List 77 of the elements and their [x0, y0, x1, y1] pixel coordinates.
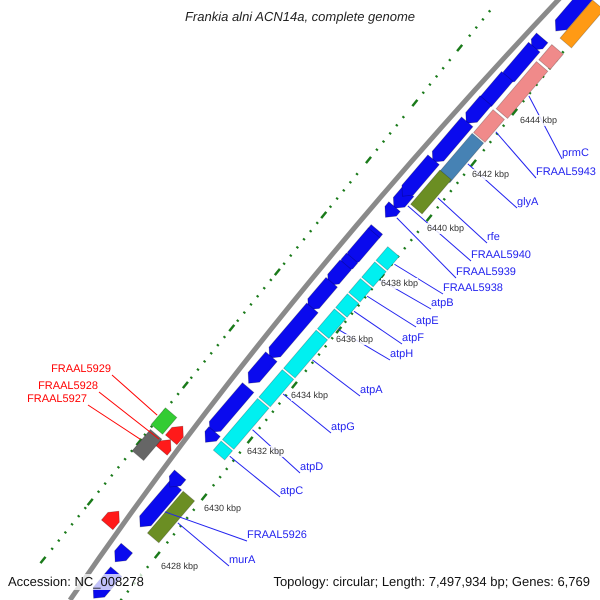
directional-gene-block: [554, 0, 594, 32]
gene-label: rfe: [487, 230, 500, 244]
gene-label: atpD: [300, 460, 324, 474]
leader-line: [437, 197, 488, 244]
leader-line: [88, 404, 141, 440]
scale-label: 6438 kbp: [381, 278, 418, 289]
leader-line: [394, 264, 444, 294]
gene-label: FRAAL5929: [51, 362, 111, 376]
directional-gene-block: [402, 154, 440, 197]
gene-block: [150, 407, 178, 435]
gene-label: atpA: [360, 383, 383, 397]
gene-label: murA: [229, 553, 256, 567]
gene-label: atpE: [416, 314, 439, 328]
gene-label: FRAAL5938: [443, 281, 503, 295]
gene-block: [410, 169, 452, 215]
gene-label: FRAAL5927: [27, 392, 87, 406]
directional-gene-block: [208, 382, 254, 433]
gene-block: [376, 246, 400, 271]
leader-line: [112, 374, 158, 416]
gene-label: FRAAL5928: [38, 379, 98, 393]
gene-label: FRAAL5943: [536, 165, 596, 179]
directional-gene-block: [168, 469, 186, 488]
leader-line: [354, 310, 402, 344]
gene-label: FRAAL5939: [456, 265, 516, 279]
scale-label: 6444 kbp: [520, 115, 558, 126]
directional-gene-block: [268, 302, 319, 359]
gene-block: [146, 490, 196, 544]
leader-line: [495, 131, 536, 178]
scale-label: 6440 kbp: [427, 223, 464, 234]
scale-label: 6428 kbp: [161, 561, 198, 572]
directional-gene-block: [164, 426, 184, 446]
directional-gene-block: [100, 510, 120, 530]
gene-label: glyA: [517, 195, 538, 209]
directional-gene-block: [114, 542, 134, 562]
directional-gene-block: [530, 32, 548, 51]
gene-label: FRAAL5940: [471, 248, 531, 262]
gene-block: [335, 293, 360, 318]
scale-label: 6436 kbp: [336, 334, 374, 345]
directional-gene-block: [465, 95, 492, 124]
gene-block: [283, 330, 328, 378]
gene-label: prmC: [562, 146, 589, 160]
leader-line: [282, 394, 332, 434]
gene-block: [348, 278, 372, 303]
directional-gene-block: [307, 276, 338, 310]
genome-info-text: Topology: circular; Length: 7,497,934 bp; Genes: 6,769: [273, 574, 590, 590]
leader-line: [396, 217, 456, 278]
gene-label: FRAAL5926: [247, 528, 307, 542]
gene-block: [132, 428, 162, 462]
directional-gene-block: [327, 259, 352, 286]
gene-label: atpB: [431, 296, 454, 310]
leader-line: [366, 296, 416, 328]
scale-label: 6432 kbp: [247, 446, 284, 457]
directional-gene-block: [248, 351, 278, 384]
scale-label: 6430 kbp: [204, 503, 242, 514]
gene-block: [473, 109, 505, 143]
leader-line: [164, 511, 248, 542]
directional-gene-block: [432, 116, 474, 163]
gene-label: atpG: [331, 420, 355, 434]
directional-gene-block: [155, 439, 172, 456]
scale-label: 6434 kbp: [291, 390, 328, 401]
gene-block: [560, 0, 600, 48]
directional-gene-block: [502, 42, 541, 84]
scale-label: 6442 kbp: [472, 169, 510, 180]
gene-label: atpH: [390, 347, 414, 361]
map-title: Frankia alni ACN14a, complete genome: [184, 9, 416, 24]
directional-gene-block: [384, 201, 401, 218]
directional-gene-block: [347, 227, 380, 264]
leader-line: [98, 392, 160, 440]
gene-label: atpC: [280, 484, 304, 498]
leader-line: [229, 456, 280, 498]
gene-block: [538, 44, 564, 70]
leader-line: [177, 522, 230, 566]
directional-gene-block: [139, 480, 182, 528]
gene-label: atpF: [402, 331, 424, 345]
gene-block: [212, 440, 234, 460]
accession-text: Accession: NC_008278: [8, 574, 144, 590]
leader-line: [312, 359, 360, 396]
